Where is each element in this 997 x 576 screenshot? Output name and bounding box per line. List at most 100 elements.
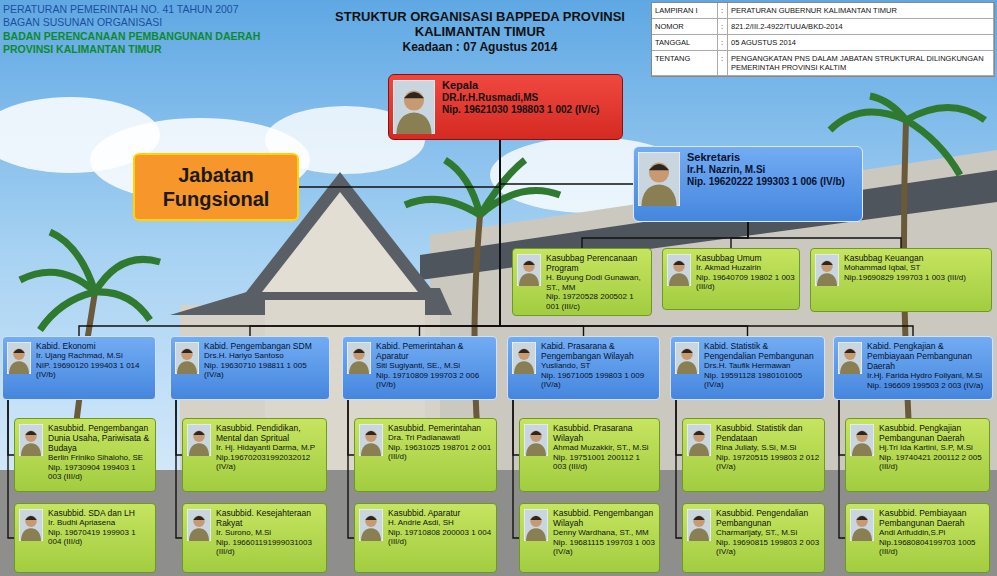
box-heading: Kasubbid. Pengendalian Pembangunan: [716, 508, 820, 528]
portrait-shoulders: [514, 361, 534, 374]
portrait-hair: [25, 431, 37, 435]
portrait-head: [353, 348, 365, 360]
portrait-photo: [524, 509, 548, 541]
portrait-photo: [517, 254, 541, 286]
person-name: H. Buyung Dodi Gunawan, ST., MM: [546, 273, 647, 292]
portrait-head: [365, 515, 377, 527]
portrait-photo: [7, 342, 31, 374]
portrait-head: [693, 515, 705, 527]
division-box: Kabid. Prasarana & Pengembangan WilayahY…: [507, 336, 660, 400]
portrait-hair: [693, 516, 705, 520]
portrait-hair: [856, 516, 868, 520]
employee-id: Nip. 19621030 198803 1 002 (IV/c): [442, 104, 618, 116]
portrait-head: [856, 515, 868, 527]
employee-id: Nip.19680804199703 1005 (III/d): [879, 538, 985, 557]
portrait-photo: [359, 424, 383, 456]
employee-id: Nip. 19710809 199703 2 006 (IV/b): [376, 371, 492, 390]
org-connector: [748, 222, 901, 248]
person-name: Ir. Hj. Hidayanti Darma, M.P: [216, 443, 322, 453]
person-name: Rina Juliaty, S.Si, M.Si: [716, 443, 820, 453]
portrait-shoulders: [526, 528, 546, 541]
portrait-shoulders: [177, 361, 197, 374]
box-heading: Kasubbid. Pendidikan, Mental dan Spritua…: [216, 423, 322, 443]
portrait-hair: [404, 92, 424, 98]
portrait-head: [821, 260, 833, 272]
portrait-hair: [844, 349, 856, 353]
division-box: Kabid. Statistik & Pengendalian Pembangu…: [670, 336, 825, 400]
employee-id: Nip.19690829 199703 1 003 (III/d): [844, 273, 987, 283]
person-name: Charmarijaty, ST., M.Si: [716, 528, 820, 538]
photo-frame: [815, 254, 839, 286]
table-cell: TENTANG: [652, 51, 718, 76]
header-note: BAGAN SUSUNAN ORGANISASI: [3, 16, 162, 29]
subdivision-box: Kasubbid. Pendidikan, Mental dan Spritua…: [182, 418, 327, 492]
box-heading: Kasubbag Perencanaan Program: [546, 253, 647, 273]
portrait-photo: [393, 80, 435, 134]
portrait-head: [673, 260, 685, 272]
division-box: Kabid. Pemerintahan & AparaturSiti Sugiy…: [342, 336, 497, 400]
portrait-hair: [673, 261, 685, 265]
person-name: Yusliando, ST: [541, 361, 655, 371]
subdivision-box: Kasubbid. Pembiayaan Pembangunan DaerahA…: [845, 503, 990, 573]
portrait-photo: [524, 424, 548, 456]
portrait-head: [693, 430, 705, 442]
portrait-shoulders: [21, 528, 41, 541]
portrait-shoulders: [689, 443, 709, 456]
box-heading: Kasubbid. Pengkajian Pembangunan Daerah: [879, 423, 985, 443]
box-heading: Kabid. Prasarana & Pengembangan Wilayah: [541, 341, 655, 361]
table-cell: TANGGAL: [652, 35, 718, 51]
portrait-head: [844, 348, 856, 360]
subdivision-box: Kasubbid. Pengkajian Pembangunan DaerahH…: [845, 418, 990, 492]
table-cell: :: [718, 35, 728, 51]
portrait-shoulders: [9, 361, 29, 374]
portrait-photo: [687, 509, 711, 541]
person-name: Denny Wardhana, ST., MM: [553, 528, 655, 538]
portrait-shoulders: [669, 273, 689, 286]
portrait-photo: [347, 342, 371, 374]
portrait-hair: [649, 164, 669, 170]
portrait-hair: [365, 431, 377, 435]
portrait-head: [25, 430, 37, 442]
photo-frame: [19, 509, 43, 541]
employee-id: Nip. 19670419 199903 1 004 (III/d): [48, 528, 151, 547]
table-cell: :: [718, 3, 728, 19]
employee-id: Nip. 19720528 200502 1 001 (III/c): [546, 292, 647, 311]
portrait-head: [25, 515, 37, 527]
table-cell: :: [718, 51, 728, 76]
photo-frame: [359, 509, 383, 541]
employee-id: Nip.196702031992032012 (IV/a): [216, 453, 322, 472]
subdivision-box: Kasubbid. AparaturH. Andrie Asdi, SHNip.…: [354, 503, 497, 573]
portrait-hair: [856, 431, 868, 435]
portrait-hair: [193, 516, 205, 520]
division-box: Kabid. Pengembangan SDMDrs.H. Hariyo San…: [170, 336, 330, 400]
division-box: Kabid. Pengkajian & Pembiayaan Pembangun…: [833, 336, 993, 400]
portrait-photo: [850, 509, 874, 541]
portrait-shoulders: [677, 361, 697, 374]
person-name: Berlin Friniko Sihaloho, SE: [48, 453, 151, 463]
subdivision-box: Kasubbid. Pengendalian PembangunanCharma…: [682, 503, 825, 573]
box-heading: Kasubbid. Kesejahteraan Rakyat: [216, 508, 322, 528]
photo-frame: [687, 509, 711, 541]
employee-id: Nip. 19690815 199803 2 003 (IV/a): [716, 538, 820, 557]
employee-id: Nip. 19751001 200112 1 003 (III/d): [553, 453, 655, 472]
subdivision-box: Kasubbid. Kesejahteraan RakyatIr. Surono…: [182, 503, 327, 573]
functional-box: Jabatan Fungsional: [133, 153, 299, 221]
portrait-shoulders: [641, 184, 676, 206]
photo-frame: [675, 342, 699, 374]
portrait-shoulders: [519, 273, 539, 286]
employee-id: Nip. 19671005 199803 1 009 (IV/a): [541, 371, 655, 390]
box-heading: Sekretaris: [687, 151, 858, 164]
table-cell: 821.2/III.2-4922/TUUA/BKD-2014: [728, 19, 994, 35]
portrait-hair: [25, 516, 37, 520]
employee-id: Nip. 19740421 200112 2 005 (III/d): [879, 453, 985, 472]
portrait-head: [193, 430, 205, 442]
portrait-shoulders: [189, 528, 209, 541]
portrait-head: [523, 260, 535, 272]
table-cell: NOMOR: [652, 19, 718, 35]
person-name: Ir.H. Nazrin, M.Si: [687, 164, 858, 176]
portrait-shoulders: [852, 443, 872, 456]
portrait-photo: [638, 152, 680, 206]
photo-frame: [687, 424, 711, 456]
employee-id: Nip. 19640709 19802 1 003 (III/d): [696, 273, 795, 292]
portrait-photo: [850, 424, 874, 456]
